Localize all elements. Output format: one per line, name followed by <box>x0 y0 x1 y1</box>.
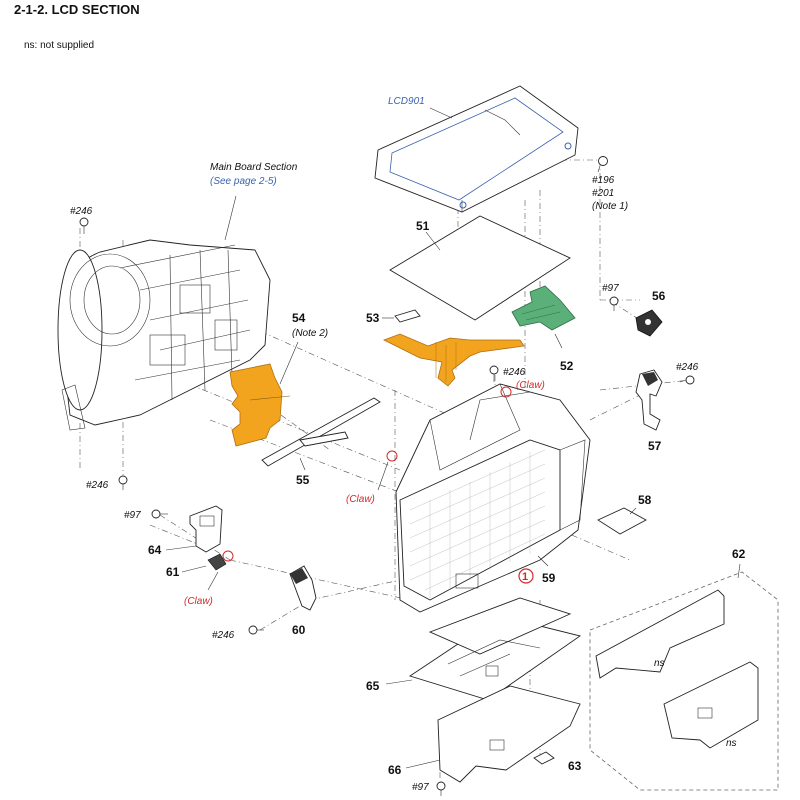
part-label-51: 51 <box>416 219 430 233</box>
not-supplied-note: ns: not supplied <box>24 40 94 51</box>
leader-62 <box>165 545 197 551</box>
part-52-flex <box>511 285 576 331</box>
ns-label-b: ns <box>726 738 737 749</box>
claw-label-left: (Claw) <box>346 494 375 505</box>
screw-label-201: #201 <box>592 188 614 199</box>
frame-mesh-pattern <box>409 449 546 598</box>
part-55-strip <box>261 397 381 467</box>
screw-label-97-c: #97 <box>412 782 429 793</box>
leader-54 <box>279 341 299 385</box>
part-label-60: 60 <box>292 623 306 637</box>
leader-63 <box>385 679 413 685</box>
screw-label-97-b: #97 <box>124 510 141 521</box>
part-label-63: 65 <box>366 679 380 693</box>
main-board-leader <box>224 195 237 241</box>
part-59-frame <box>395 383 591 613</box>
screw-246-bottom <box>248 625 264 635</box>
lcd-label: LCD901 <box>388 96 425 107</box>
reference-number-1: 1 <box>522 571 528 583</box>
leader-61 <box>181 565 207 573</box>
main-board-label: Main Board Section <box>210 162 298 173</box>
main-board-section <box>57 239 271 431</box>
part-56-bracket <box>635 309 663 337</box>
part-label-54: 54 <box>292 311 306 325</box>
part-label-61: 61 <box>166 565 180 579</box>
leader-52 <box>554 333 563 349</box>
leader-58 <box>629 507 637 515</box>
part-65-pad <box>533 751 555 765</box>
part-label-56: 56 <box>652 289 666 303</box>
screw-196-201 <box>597 156 608 173</box>
claw-leader-left <box>377 461 389 491</box>
part-63-plate <box>408 597 582 701</box>
screw-246-right <box>679 375 695 385</box>
screw-label-246-b: #246 <box>86 480 109 491</box>
part-label-65: 63 <box>568 759 582 773</box>
claw-label-top: (Claw) <box>516 380 545 391</box>
part-label-58: 58 <box>638 493 652 507</box>
reference-circle-1 <box>518 568 534 584</box>
part-53-flex <box>383 309 525 387</box>
claw-marker-top <box>500 386 512 398</box>
section-title: 2-1-2. LCD SECTION <box>14 2 140 17</box>
leader-51 <box>425 231 441 251</box>
screw-label-97-a: #97 <box>602 283 619 294</box>
claw-marker-bottom <box>222 550 234 562</box>
screw-97-bottom <box>436 781 446 796</box>
lcd-panel <box>374 85 579 213</box>
claw-marker-left <box>386 450 398 462</box>
screw-label-246-c: #246 <box>503 367 526 378</box>
note-1-label: (Note 1) <box>592 201 628 212</box>
claw-label-bottom: (Claw) <box>184 596 213 607</box>
part-51-sheet <box>389 215 571 321</box>
leader-66 <box>737 563 741 579</box>
screw-97-left <box>151 509 168 519</box>
screw-246-middle <box>489 365 499 382</box>
ns-label-a: ns <box>654 658 665 669</box>
leader-59 <box>537 555 549 567</box>
part-label-64: 66 <box>388 763 402 777</box>
note-2-label: (Note 2) <box>292 328 328 339</box>
part-57-hinge <box>635 369 663 431</box>
screw-label-246-e: #246 <box>212 630 235 641</box>
part-61-clip <box>207 553 227 571</box>
part-62-bracket <box>189 505 223 553</box>
part-label-53: 53 <box>366 311 380 325</box>
screw-label-246-d: #246 <box>676 362 699 373</box>
part-label-55: 55 <box>296 473 310 487</box>
screw-246-bottom-left <box>118 475 128 490</box>
main-board-page-ref: (See page 2-5) <box>210 176 277 187</box>
part-label-62: 64 <box>148 543 162 557</box>
part-64-plate <box>437 685 581 783</box>
screw-246-top-left <box>79 217 89 234</box>
part-54-sheet <box>229 363 291 447</box>
part-label-66: 62 <box>732 547 746 561</box>
screw-97-top <box>609 296 619 311</box>
lcd-leader <box>429 107 453 119</box>
screw-label-196: #196 <box>592 175 615 186</box>
part-58-plate <box>597 507 647 535</box>
part-label-57: 57 <box>648 439 662 453</box>
leader-64 <box>405 759 441 769</box>
part-label-59: 59 <box>542 571 556 585</box>
part-66-group <box>589 571 779 791</box>
part-60-hinge <box>289 565 317 611</box>
screw-label-246-a: #246 <box>70 206 93 217</box>
leader-55 <box>299 457 306 471</box>
part-label-52: 52 <box>560 359 574 373</box>
claw-leader-bottom <box>207 571 219 591</box>
